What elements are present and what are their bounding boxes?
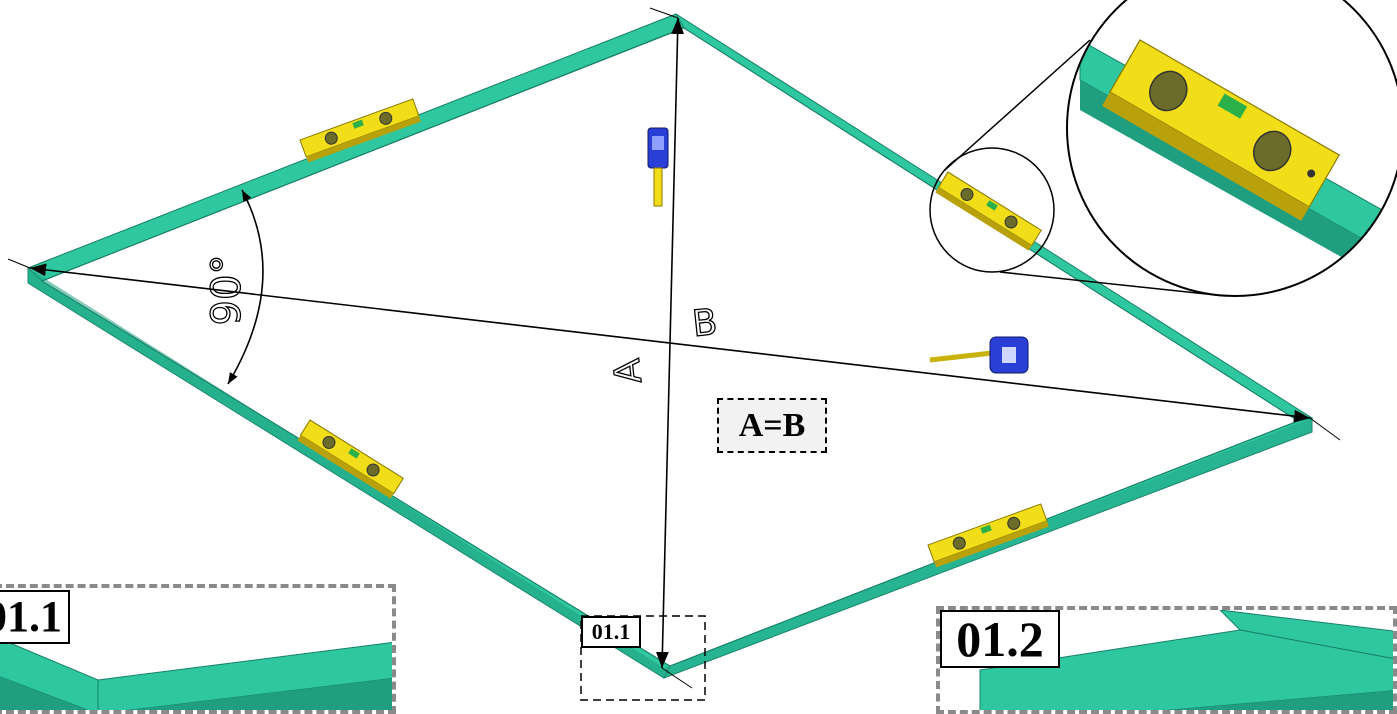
detail-view-left bbox=[0, 584, 396, 714]
tape-measure-icon bbox=[929, 336, 1029, 374]
spirit-level-icon bbox=[299, 98, 421, 163]
spirit-level-icon bbox=[927, 503, 1049, 568]
angle-label: 90° bbox=[204, 255, 250, 326]
tape-measure-icon bbox=[647, 127, 669, 207]
angle-arc bbox=[227, 189, 264, 385]
dimension-b-label: B bbox=[690, 302, 719, 345]
callout-label: 01.1 bbox=[581, 616, 641, 648]
detail-beam-left bbox=[0, 638, 392, 710]
diagonal-b-line bbox=[655, 17, 685, 669]
detail-right-label: 01.2 bbox=[940, 610, 1060, 668]
magnifier-circle-icon bbox=[929, 0, 1397, 297]
spirit-level-icon bbox=[297, 419, 404, 499]
beam-top-left bbox=[27, 13, 689, 282]
detail-left-label: 01.1 bbox=[0, 590, 70, 644]
equality-label: A=B bbox=[717, 398, 827, 453]
spirit-level-icon bbox=[935, 171, 1042, 251]
dimension-a-label: A bbox=[607, 356, 650, 385]
